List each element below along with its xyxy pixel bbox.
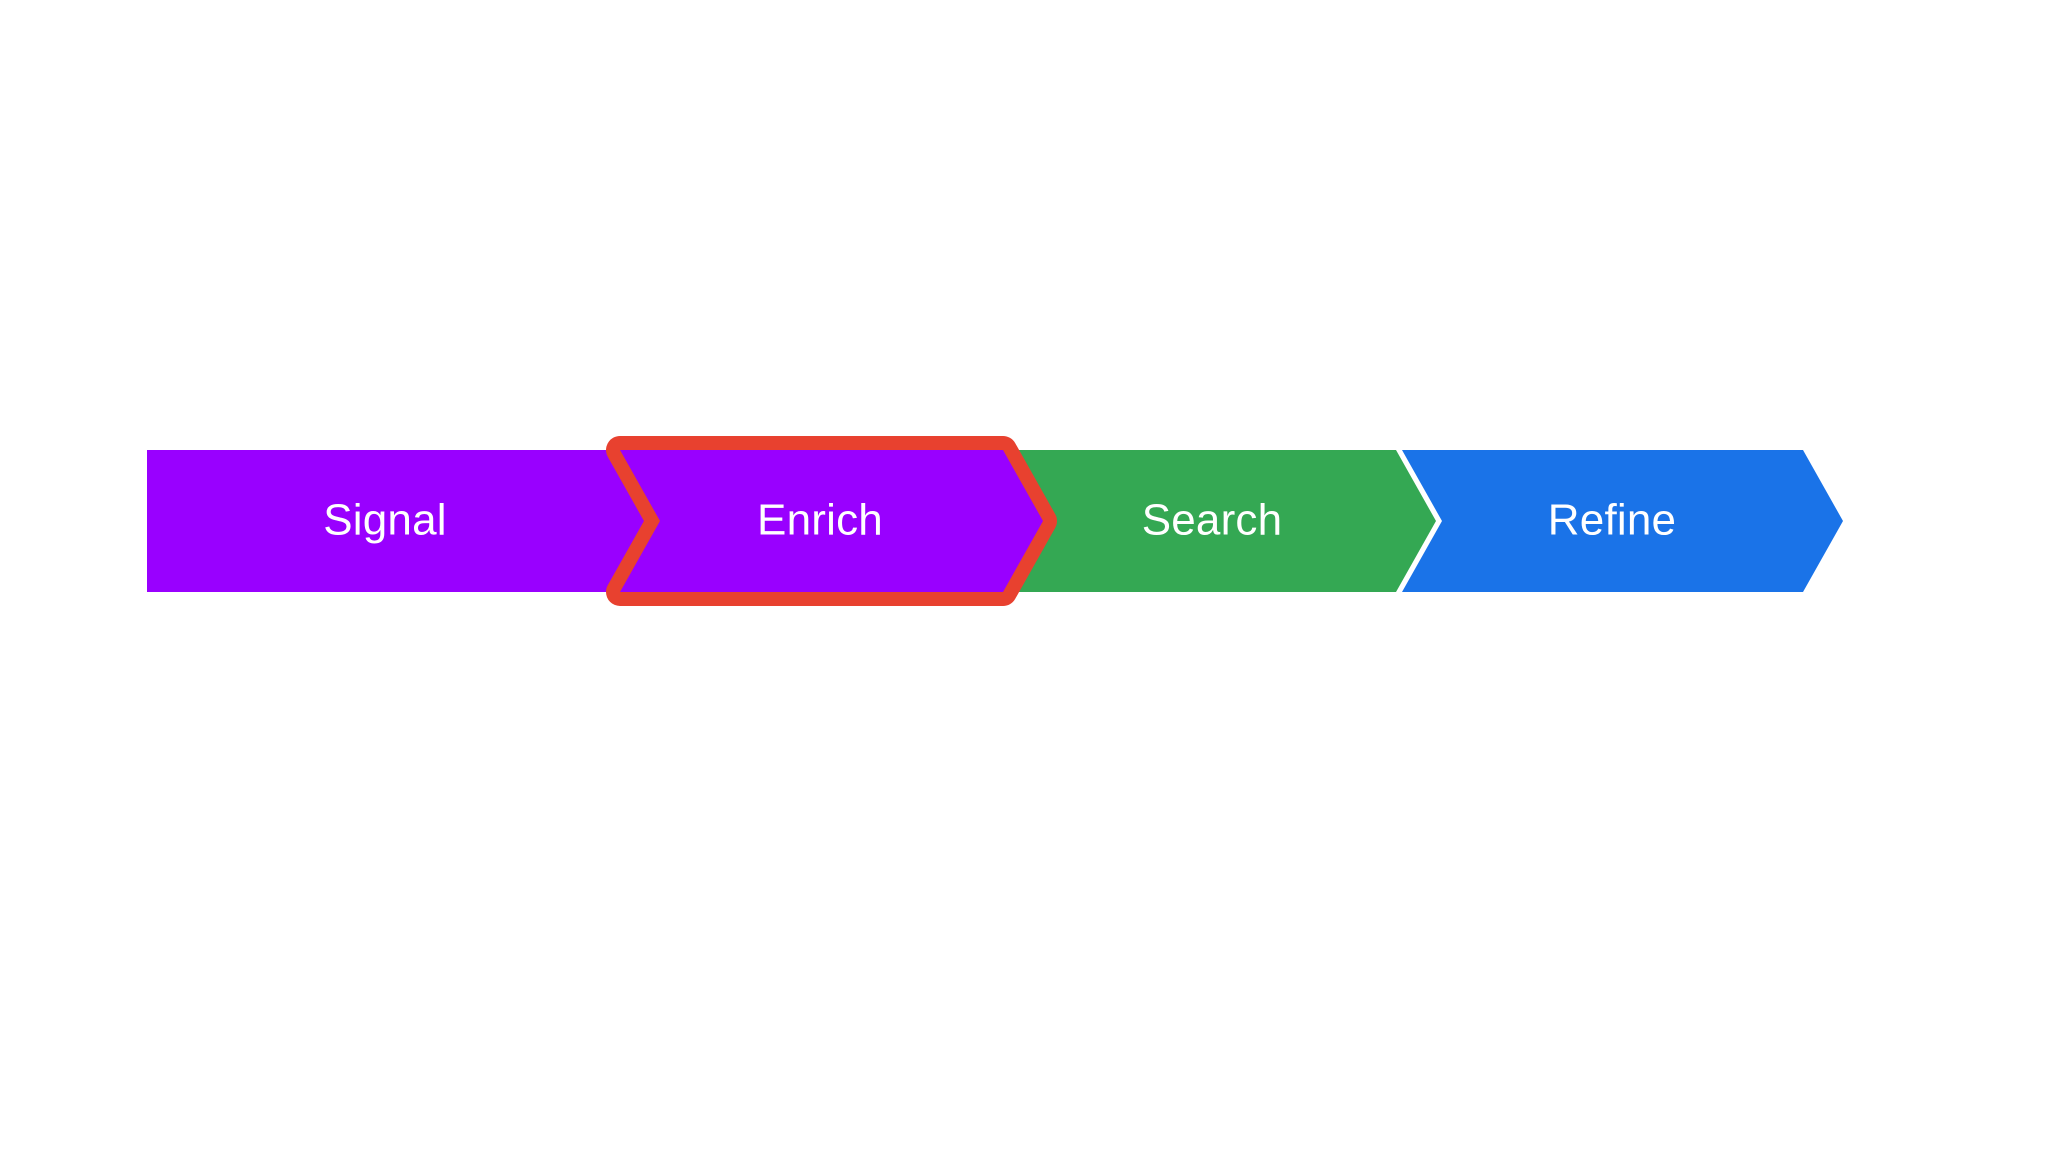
stage-search[interactable]: Search <box>1003 450 1436 592</box>
stage-enrich-shape[interactable] <box>620 450 1043 592</box>
stage-enrich-label: Enrich <box>757 496 883 545</box>
stage-refine-label: Refine <box>1548 496 1676 545</box>
stage-signal[interactable]: Signal <box>147 450 660 592</box>
stage-search-shape[interactable] <box>1003 450 1436 592</box>
stage-signal-shape[interactable] <box>147 450 660 592</box>
stage-refine-shape[interactable] <box>1402 450 1843 592</box>
stage-refine[interactable]: Refine <box>1402 450 1843 592</box>
stage-enrich[interactable]: Enrich <box>606 436 1057 606</box>
stage-search-label: Search <box>1142 496 1283 545</box>
stage-signal-label: Signal <box>323 496 447 545</box>
